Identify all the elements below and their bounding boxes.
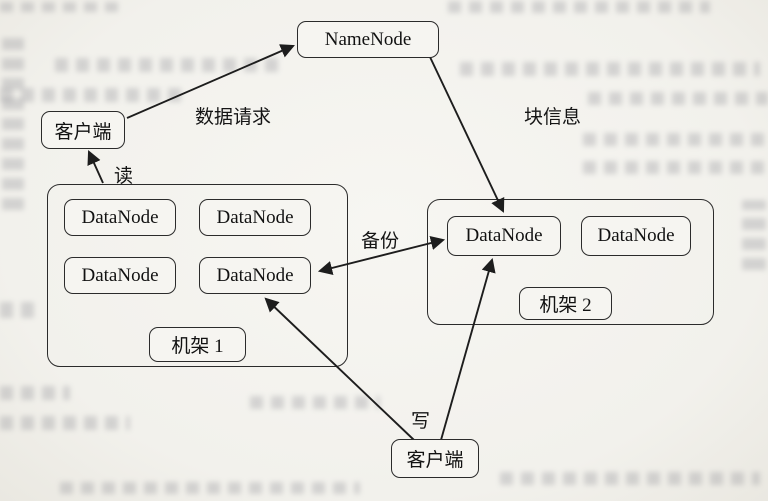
bleedthrough-smudge xyxy=(0,302,34,318)
bleedthrough-smudge xyxy=(448,1,710,13)
bleedthrough-smudge xyxy=(460,62,760,76)
edge-label-block-info: 块信息 xyxy=(524,107,582,128)
bleedthrough-smudge xyxy=(60,482,360,494)
datanode-box: DataNode xyxy=(581,216,691,256)
edge-label-backup: 备份 xyxy=(361,231,400,252)
rack1-label-box: 机架 1 xyxy=(149,327,246,362)
rack2-label-box: 机架 2 xyxy=(519,287,612,320)
client-top-box: 客户端 xyxy=(41,111,125,149)
datanode-box: DataNode xyxy=(199,257,311,294)
bleedthrough-smudge xyxy=(0,386,70,400)
edge-label-data-request: 数据请求 xyxy=(195,107,272,128)
bleedthrough-smudge xyxy=(583,161,768,174)
edge-label-read: 读 xyxy=(114,166,134,187)
arrow-block-info xyxy=(429,56,505,213)
bleedthrough-smudge xyxy=(0,2,120,12)
bleedthrough-smudge xyxy=(588,92,768,105)
bleedthrough-smudge xyxy=(583,133,768,146)
arrow-read xyxy=(87,150,104,184)
edge-label-write: 写 xyxy=(411,411,431,432)
client-bottom-box: 客户端 xyxy=(391,439,479,478)
bleedthrough-smudge xyxy=(742,200,766,270)
rack1-container xyxy=(47,184,348,367)
bleedthrough-smudge xyxy=(500,472,760,485)
bleedthrough-smudge xyxy=(250,396,380,409)
namenode-box: NameNode xyxy=(297,21,439,58)
bleedthrough-smudge xyxy=(0,88,185,102)
bleedthrough-smudge xyxy=(0,416,130,430)
datanode-box: DataNode xyxy=(64,257,176,294)
datanode-box: DataNode xyxy=(199,199,311,236)
bleedthrough-smudge xyxy=(2,30,24,210)
bleedthrough-smudge xyxy=(55,58,285,72)
datanode-box: DataNode xyxy=(64,199,176,236)
datanode-box: DataNode xyxy=(447,216,561,256)
